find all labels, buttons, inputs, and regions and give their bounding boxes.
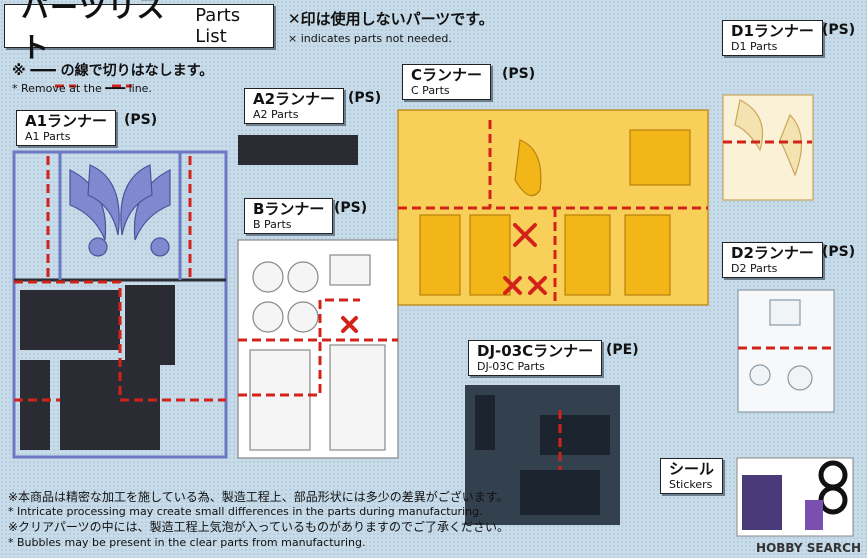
page-title-en: Parts List	[195, 5, 241, 47]
not-needed-note-jp: ✕印は使用しないパーツです。	[288, 10, 494, 28]
runner-d2-material: (PS)	[822, 244, 856, 260]
runner-a1-material: (PS)	[124, 112, 158, 128]
runner-a2-en: A2 Parts	[253, 108, 299, 121]
remove-note-en: * Remove at the ━━━ line.	[12, 82, 152, 95]
runner-dj03c-en: DJ-03C Parts	[477, 360, 545, 373]
runner-label-a2: A2ランナー A2 Parts	[244, 88, 345, 124]
runner-label-b: Bランナー B Parts	[244, 198, 334, 234]
a2-black-runner	[20, 135, 358, 450]
runner-label-d1: D1ランナー D1 Parts	[722, 20, 823, 56]
note-precision-jp: ※本商品は精密な加工を施している為、製造工程上、部品形状には多少の差異がございま…	[8, 490, 509, 504]
watermark: HOBBY SEARCH	[756, 541, 861, 555]
runner-a1-en: A1 Parts	[25, 130, 71, 143]
note-bubbles-en: * Bubbles may be present in the clear pa…	[8, 536, 366, 549]
runner-label-dj03c: DJ-03Cランナー DJ-03C Parts	[468, 340, 603, 376]
cut-lines	[14, 84, 834, 470]
runner-c-material: (PS)	[502, 66, 536, 82]
runner-label-c: Cランナー C Parts	[402, 64, 492, 100]
runner-dj03c-jp: DJ-03Cランナー	[477, 342, 594, 360]
runner-c-jp: Cランナー	[411, 66, 483, 84]
stickers-en: Stickers	[669, 478, 713, 491]
runner-d1-jp: D1ランナー	[731, 22, 814, 40]
runner-dj03c-material: (PE)	[606, 342, 639, 358]
runner-b-en: B Parts	[253, 218, 292, 231]
runner-a2-material: (PS)	[348, 90, 382, 106]
note-precision-en: * Intricate processing may create small …	[8, 505, 483, 518]
b-runner	[237, 239, 399, 459]
sticker-sheet	[736, 457, 854, 537]
stickers-label: シール Stickers	[660, 458, 724, 494]
runner-d2-jp: D2ランナー	[731, 244, 814, 262]
note-bubbles-jp: ※クリアパーツの中には、製造工程上気泡が入っているものがありますのでご了承くださ…	[8, 520, 509, 534]
remove-note-jp: ※ ━━━ の線で切りはなします。	[12, 63, 214, 79]
title-box: パーツリスト Parts List	[4, 0, 274, 64]
not-needed-x-marks	[341, 223, 547, 333]
runner-d2-en: D2 Parts	[731, 262, 778, 275]
runner-b-material: (PS)	[334, 200, 368, 216]
runner-b-jp: Bランナー	[253, 200, 325, 218]
runner-label-a1: A1ランナー A1 Parts	[16, 110, 117, 146]
runner-c-en: C Parts	[411, 84, 450, 97]
runner-d1-material: (PS)	[822, 22, 856, 38]
dj03c-runner	[465, 385, 620, 525]
runner-d1-en: D1 Parts	[731, 40, 778, 53]
stickers-jp: シール	[669, 460, 715, 478]
runner-a2-jp: A2ランナー	[253, 90, 336, 108]
a1-runner-frame	[12, 150, 228, 459]
not-needed-note-en: × indicates parts not needed.	[288, 32, 452, 45]
runner-a1-jp: A1ランナー	[25, 112, 108, 130]
d1-runner	[722, 94, 814, 201]
d2-runner	[737, 289, 835, 413]
page-title-jp: パーツリスト	[21, 0, 166, 64]
a1-wing-parts	[69, 164, 171, 257]
runner-label-d2: D2ランナー D2 Parts	[722, 242, 823, 278]
